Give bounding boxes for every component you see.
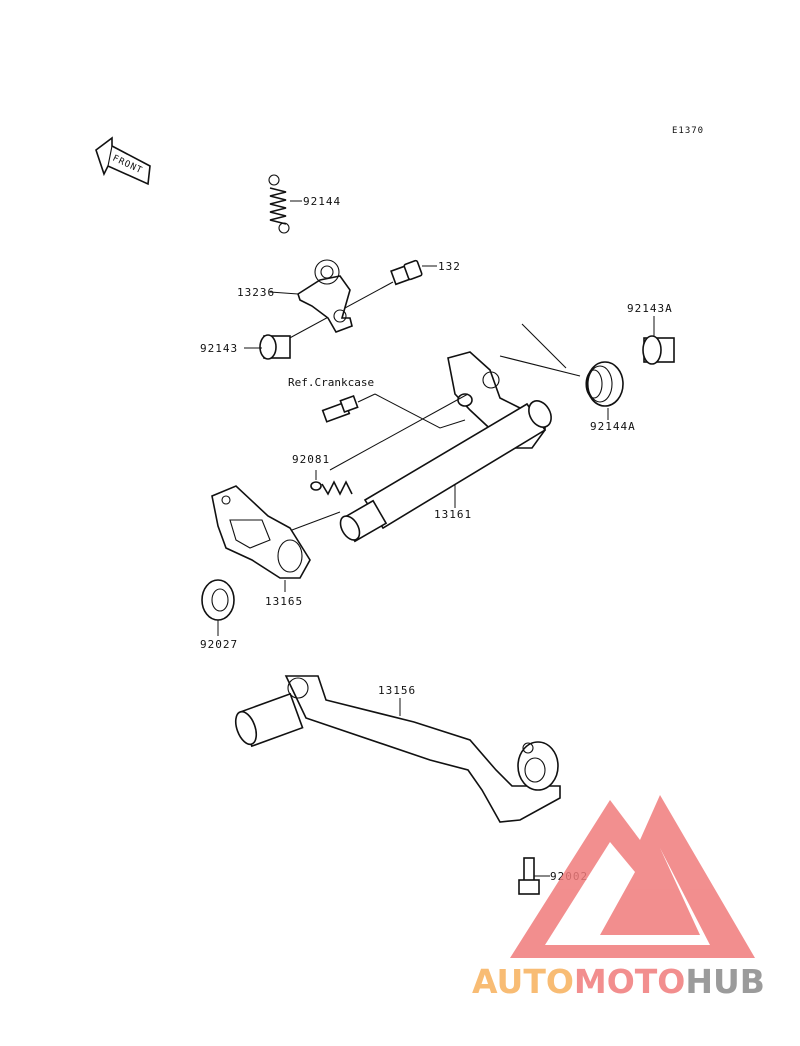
diagram-code: E1370 [672, 126, 704, 136]
pedal-13156-icon [234, 675, 561, 823]
label-92144A: 92144A [590, 420, 636, 433]
collar-92143-icon [259, 334, 291, 360]
logo-part-moto: MOTO [574, 962, 685, 1001]
shift-shaft-13161-icon [339, 351, 552, 543]
plate-13165-icon [211, 485, 311, 579]
label-13156: 13156 [378, 684, 416, 697]
front-arrow-icon: FRONT [95, 136, 151, 186]
label-13161: 13161 [434, 508, 472, 521]
spring-92081-icon [310, 480, 353, 496]
pin-icon [321, 394, 359, 423]
plate-13236-icon [297, 259, 353, 333]
spring-92144-icon [268, 174, 290, 234]
logo-triangle-icon [510, 795, 755, 958]
bolt-92002-icon [518, 857, 540, 895]
label-13165: 13165 [265, 595, 303, 608]
washer-92027-icon [201, 579, 235, 621]
label-92143: 92143 [200, 342, 238, 355]
ref-crankcase-label: Ref.Crankcase [288, 376, 374, 389]
label-92081: 92081 [292, 453, 330, 466]
label-92143A: 92143A [627, 302, 673, 315]
label-92144: 92144 [303, 195, 341, 208]
label-13236: 13236 [237, 286, 275, 299]
label-92027: 92027 [200, 638, 238, 651]
logo-part-hub: HUB [685, 962, 765, 1001]
logo-part-auto: AUTO [472, 962, 574, 1001]
bolt-132-icon [390, 259, 423, 286]
torsion-spring-92144a-icon [499, 323, 624, 407]
automotohub-logo: AUTOMOTOHUB [472, 795, 765, 1001]
svg-text:AUTOMOTOHUB: AUTOMOTOHUB [472, 962, 765, 1001]
collar-92143a-icon [642, 335, 675, 365]
label-132: 132 [438, 260, 461, 273]
